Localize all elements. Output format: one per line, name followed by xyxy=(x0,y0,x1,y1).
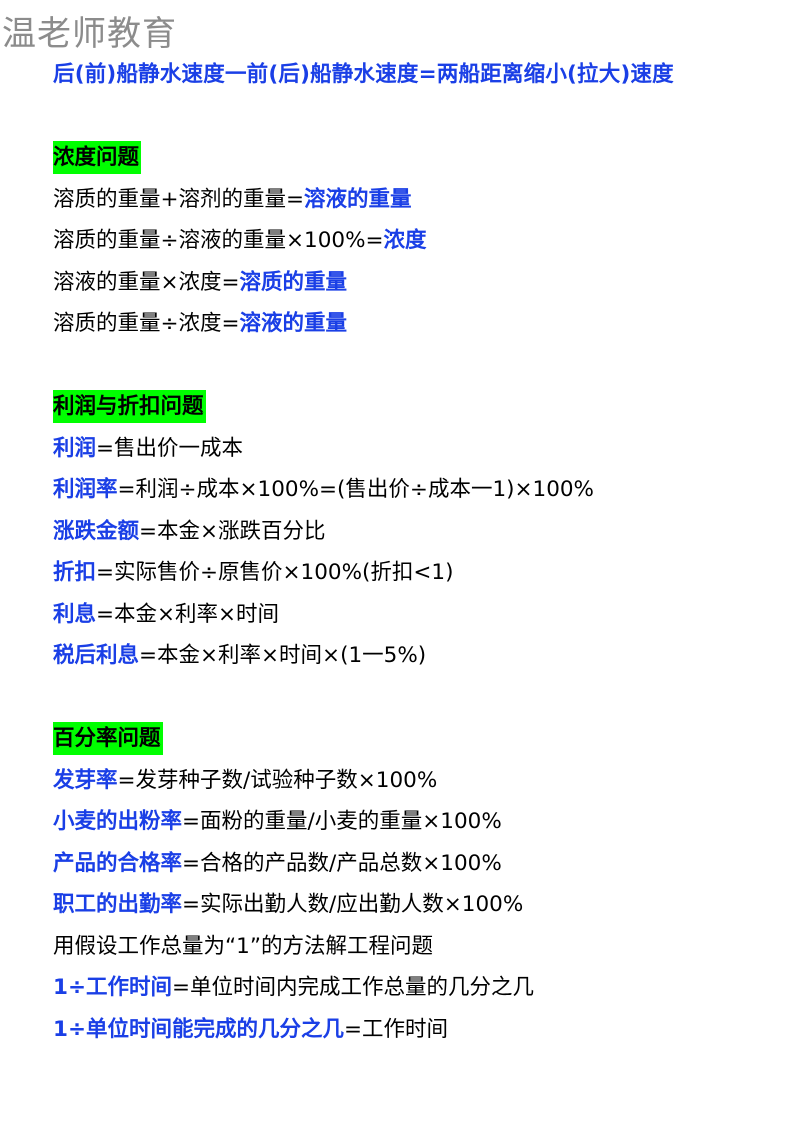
formula-term: 1÷单位时间能完成的几分之几 xyxy=(53,1016,344,1042)
profit-heading-text: 利润与折扣问题 xyxy=(53,390,206,423)
profit-formula-6: 税后利息=本金×利率×时间×(1一5%) xyxy=(53,635,793,677)
formula-text: =单位时间内完成工作总量的几分之几 xyxy=(171,975,535,1000)
formula-text: 溶质的重量÷溶液的重量×100%= xyxy=(53,228,384,253)
formula-text: =本金×利率×时间×(1一5%) xyxy=(139,643,427,668)
concentration-formula-2: 溶质的重量÷溶液的重量×100%=浓度 xyxy=(53,220,793,262)
concentration-formula-1: 溶质的重量+溶剂的重量=溶液的重量 xyxy=(53,179,793,221)
formula-term: 小麦的出粉率 xyxy=(53,809,183,834)
profit-formula-3: 涨跌金额=本金×涨跌百分比 xyxy=(53,511,793,553)
formula-text: 溶质的重量÷浓度= xyxy=(53,311,240,336)
formula-text: =本金×利率×时间 xyxy=(96,601,280,627)
spacer xyxy=(53,677,793,719)
profit-formula-4: 折扣=实际售价÷原售价×100%(折扣<1) xyxy=(53,552,793,594)
percent-formula-3: 产品的合格率=合格的产品数/产品总数×100% xyxy=(53,843,793,885)
formula-term: 1÷工作时间 xyxy=(53,975,172,1000)
formula-term: 折扣 xyxy=(53,560,97,585)
percent-heading: 百分率问题 xyxy=(53,718,793,760)
percent-formula-2: 小麦的出粉率=面粉的重量/小麦的重量×100% xyxy=(53,801,793,843)
spacer xyxy=(53,96,793,138)
spacer xyxy=(53,345,793,387)
formula-term: 利润 xyxy=(53,435,97,461)
formula-text: =本金×涨跌百分比 xyxy=(139,518,326,544)
formula-term: 职工的出勤率 xyxy=(53,892,183,917)
formula-result: 浓度 xyxy=(383,228,427,253)
concentration-formula-4: 溶质的重量÷浓度=溶液的重量 xyxy=(53,303,793,345)
formula-term: 利息 xyxy=(53,601,97,627)
formula-text: =面粉的重量/小麦的重量×100% xyxy=(182,809,502,834)
formula-result: 溶液的重量 xyxy=(239,311,348,336)
percent-formula-1: 发芽率=发芽种子数/试验种子数×100% xyxy=(53,760,793,802)
formula-text: =发芽种子数/试验种子数×100% xyxy=(117,767,438,793)
concentration-formula-3: 溶液的重量×浓度=溶质的重量 xyxy=(53,262,793,304)
formula-term: 利润率 xyxy=(53,477,118,502)
concentration-heading: 浓度问题 xyxy=(53,137,793,179)
formula-term: 发芽率 xyxy=(53,767,118,793)
formula-text: =合格的产品数/产品总数×100% xyxy=(182,850,502,876)
profit-formula-2: 利润率=利润÷成本×100%=(售出价÷成本一1)×100% xyxy=(53,469,793,511)
formula-text: =实际出勤人数/应出勤人数×100% xyxy=(182,892,524,917)
watermark-text: 温老师教育 xyxy=(2,14,177,54)
profit-heading: 利润与折扣问题 xyxy=(53,386,793,428)
profit-formula-1: 利润=售出价一成本 xyxy=(53,428,793,470)
percent-formula-4: 职工的出勤率=实际出勤人数/应出勤人数×100% xyxy=(53,884,793,926)
formula-result: 溶质的重量 xyxy=(239,269,348,295)
work-formula-2: 1÷单位时间能完成的几分之几=工作时间 xyxy=(53,1009,793,1051)
concentration-heading-text: 浓度问题 xyxy=(53,141,142,174)
work-formula-1: 1÷工作时间=单位时间内完成工作总量的几分之几 xyxy=(53,967,793,1009)
formula-text: =售出价一成本 xyxy=(96,435,244,461)
boat-speed-formula: 后(前)船静水速度一前(后)船静水速度=两船距离缩小(拉大)速度 xyxy=(53,62,674,87)
formula-text: =工作时间 xyxy=(343,1016,448,1042)
formula-term: 涨跌金额 xyxy=(53,518,140,544)
formula-text: =实际售价÷原售价×100%(折扣<1) xyxy=(96,560,454,585)
formula-term: 税后利息 xyxy=(53,643,140,668)
formula-term: 产品的合格率 xyxy=(53,850,183,876)
formula-text: =利润÷成本×100%=(售出价÷成本一1)×100% xyxy=(117,477,594,502)
formula-text: 溶质的重量+溶剂的重量= xyxy=(53,186,305,212)
formula-result: 溶液的重量 xyxy=(304,186,412,212)
profit-formula-5: 利息=本金×利率×时间 xyxy=(53,594,793,636)
formula-text: 溶液的重量×浓度= xyxy=(53,269,240,295)
document-body: 后(前)船静水速度一前(后)船静水速度=两船距离缩小(拉大)速度 浓度问题 溶质… xyxy=(53,54,793,1050)
work-problem-intro: 用假设工作总量为“1”的方法解工程问题 xyxy=(53,933,433,959)
percent-heading-text: 百分率问题 xyxy=(53,722,163,755)
